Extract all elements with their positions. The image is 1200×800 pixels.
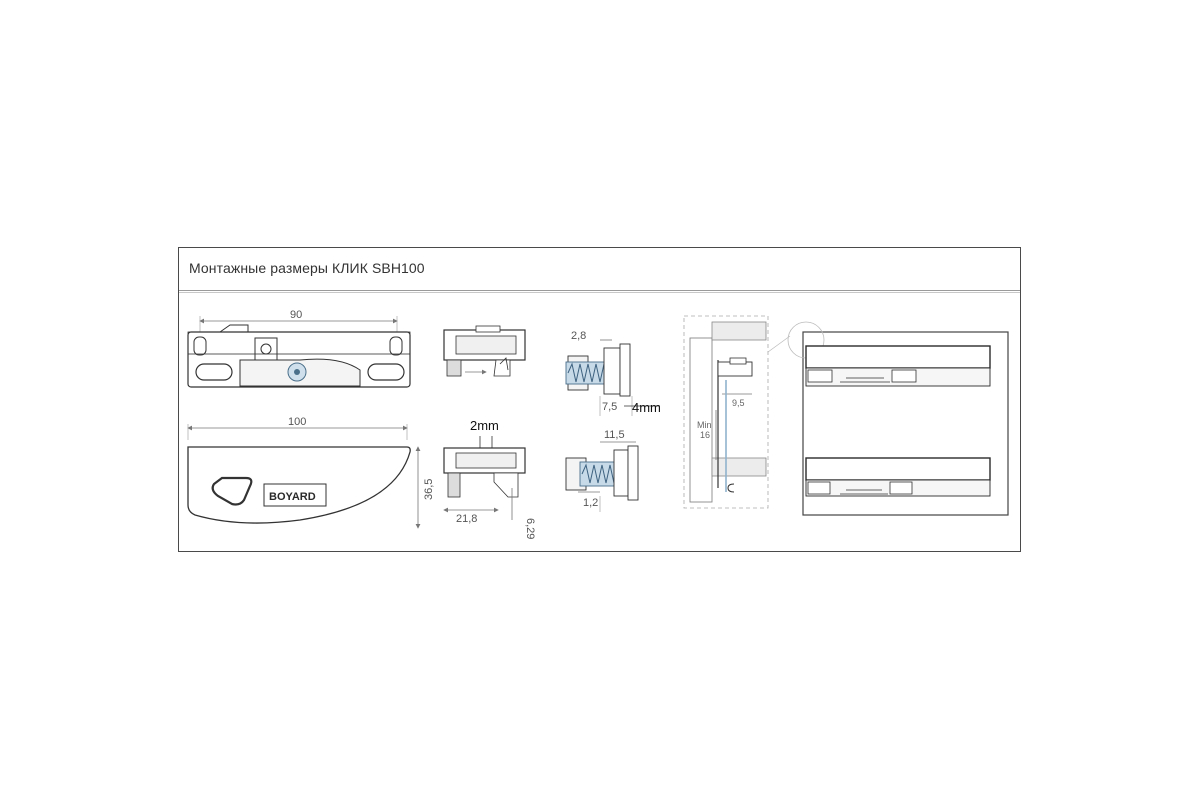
dim-100-label: 100 — [288, 416, 306, 428]
dim-1-2-label: 1,2 — [583, 497, 598, 509]
slot-right — [367, 363, 405, 381]
dim-36-5-label: 36,5 — [423, 479, 435, 500]
side-view-bottom: 2mm 21,8 6,29 — [443, 418, 536, 539]
brand-logo-text: BOYARD — [269, 491, 316, 503]
front-view: 100 36,5 BOYARD — [187, 416, 435, 529]
drawer-bottom — [805, 457, 991, 481]
dim-2-8-label: 2,8 — [571, 330, 586, 342]
side-view-top — [443, 325, 526, 377]
dim-11-5-label: 11,5 — [604, 429, 625, 441]
dim-min-label: Min — [697, 420, 712, 430]
push-button-shape — [211, 476, 253, 506]
cabinet-view — [787, 321, 1009, 516]
dim-9-5-label: 9,5 — [732, 398, 745, 408]
mount-section: 9,5 Min 16 — [683, 315, 791, 509]
dim-21-8-label: 21,8 — [456, 513, 477, 525]
dim-min-value: 16 — [700, 430, 710, 440]
dim-90-label: 90 — [290, 309, 302, 321]
dim-7-5-label: 7,5 — [602, 401, 617, 413]
slot-left — [195, 363, 233, 381]
brand-logo — [263, 483, 327, 507]
mount-detail-box — [683, 315, 769, 509]
spring-detail-top: 2,8 7,5 4mm — [565, 330, 661, 416]
drawer-top — [805, 345, 991, 369]
page-title: Монтажные размеры КЛИК SBH100 — [189, 260, 425, 276]
dim-6-29-label: 6,29 — [524, 518, 536, 539]
header-bar: Монтажные размеры КЛИК SBH100 — [179, 248, 1020, 293]
dim-4mm-label: 4mm — [632, 400, 661, 415]
dim-2mm-label: 2mm — [470, 418, 499, 433]
top-view: 90 — [187, 309, 411, 388]
spring-detail-bottom: 11,5 1,2 — [565, 429, 639, 512]
